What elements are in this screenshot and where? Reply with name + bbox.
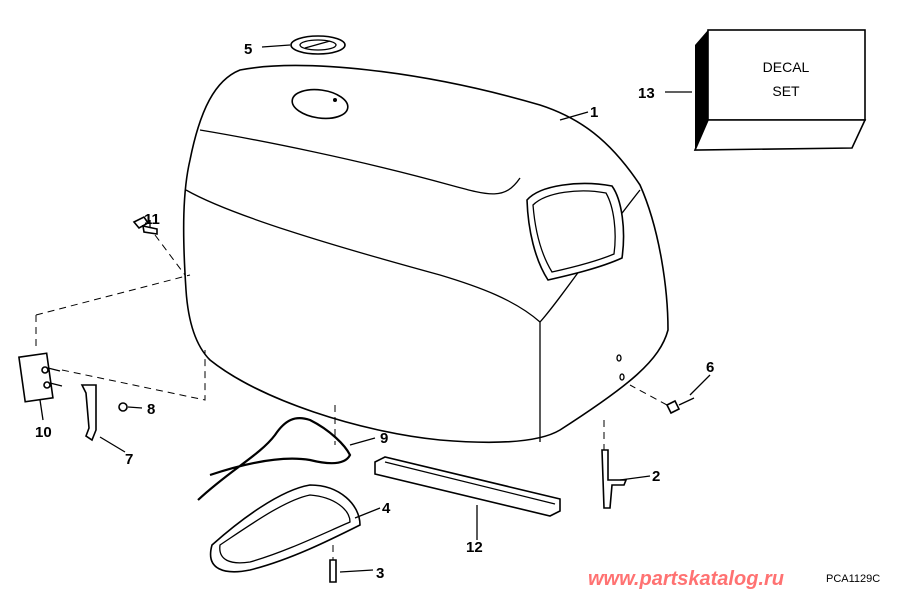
decal-line2: SET xyxy=(772,83,800,99)
callout-11: 11 xyxy=(144,211,160,228)
callout-10: 10 xyxy=(35,424,52,441)
callout-9: 9 xyxy=(380,430,388,447)
callout-13: 13 xyxy=(638,85,655,102)
callout-7: 7 xyxy=(125,451,133,468)
decal-set-box: DECAL SET xyxy=(693,29,867,151)
callout-12: 12 xyxy=(466,539,483,556)
callout-labels: 1 2 3 4 5 6 7 8 9 10 11 12 13 xyxy=(35,41,714,582)
watermark: www.partskatalog.ru xyxy=(588,568,784,590)
callout-4: 4 xyxy=(382,500,391,517)
callout-2: 2 xyxy=(652,468,660,485)
leader-lines xyxy=(39,44,711,573)
small-parts xyxy=(18,215,695,583)
decal-line1: DECAL xyxy=(763,59,810,75)
callout-6: 6 xyxy=(706,359,714,376)
callout-1: 1 xyxy=(590,104,598,121)
figure-code: PCA1129C xyxy=(826,573,881,585)
part-5-cap xyxy=(290,35,346,55)
callout-8: 8 xyxy=(147,401,155,418)
engine-cover xyxy=(182,64,669,444)
callout-5: 5 xyxy=(244,41,252,58)
callout-3: 3 xyxy=(376,565,384,582)
